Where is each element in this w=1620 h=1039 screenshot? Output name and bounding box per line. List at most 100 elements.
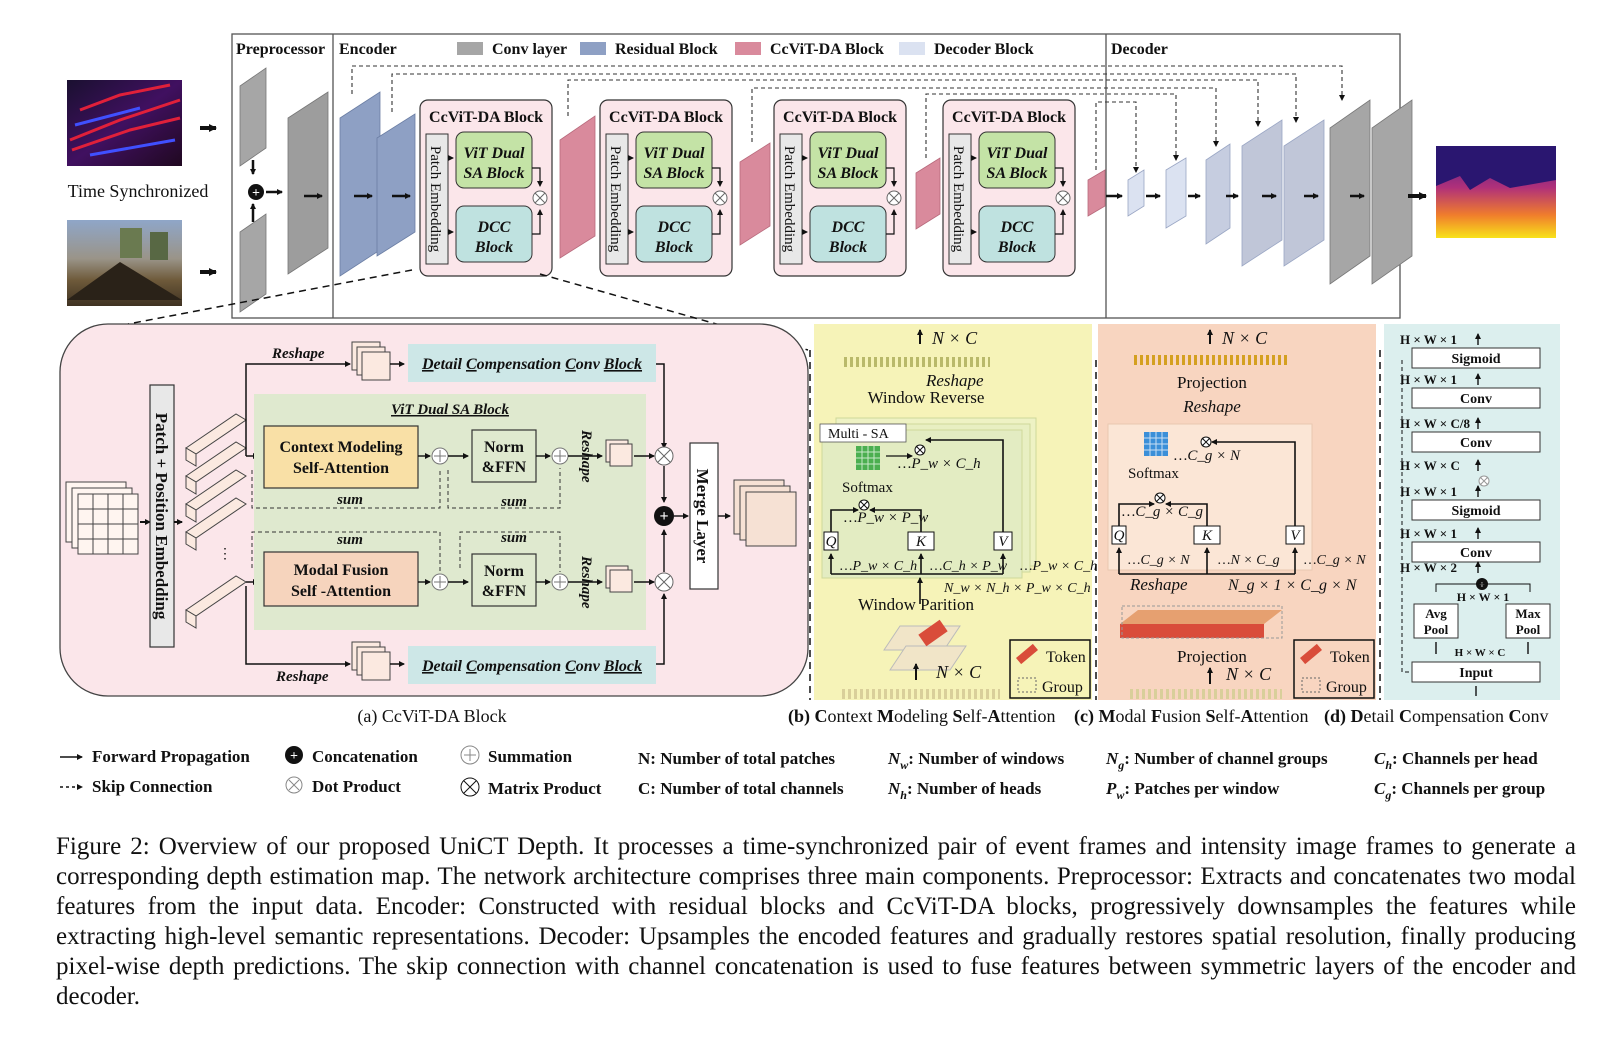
patch-position-embedding-box	[149, 384, 175, 648]
b-pw-ch: …P_w × C_h	[898, 456, 981, 472]
d-box-2	[1411, 431, 1541, 453]
svg-text:+: +	[252, 186, 260, 201]
top-legend: Conv layer Residual Block CcViT-DA Block…	[457, 41, 1034, 58]
legend-pw: Pw: Patches per window	[1105, 779, 1280, 802]
ccvit-block-title: CcViT-DA Block	[429, 109, 543, 126]
ccvit-slab-2	[739, 142, 771, 246]
pre-conv-bottom	[239, 213, 267, 313]
dcc-block-label: Block	[828, 239, 867, 256]
d-avg1: Avg	[1425, 606, 1447, 621]
b-nw-nh: N_w × N_h × P_w × C_h	[943, 581, 1091, 596]
sum-3: sum	[336, 532, 363, 548]
b-group-label: Group	[1042, 679, 1083, 696]
time-sync-label: Time Synchronized	[68, 181, 209, 201]
intensity-frame-image	[67, 220, 182, 306]
b-v: V	[998, 534, 1009, 550]
d-box-0	[1411, 347, 1541, 369]
c-softmax: Softmax	[1128, 466, 1179, 482]
modal-fusion-label2: Self -Attention	[291, 583, 391, 600]
c-bottom-dim: N × C	[1225, 664, 1272, 684]
patch-position-label: Patch + Position Embedding	[152, 413, 171, 620]
norm-top-1: Norm	[484, 439, 525, 456]
b-token-cubes	[883, 619, 967, 671]
legend-c: C: Number of total channels	[638, 779, 844, 798]
d-dim-3: H × W × C	[1400, 458, 1460, 473]
modal-fusion-box	[263, 551, 419, 607]
patch-embedding-label: Patch Embedding	[950, 146, 966, 253]
merge-layer-label: Merge Layer	[693, 469, 712, 564]
ccvit-swatch	[735, 42, 761, 55]
concat-icon	[248, 184, 264, 200]
d-hw1: H × W × 1	[1457, 590, 1510, 604]
b-window-partition: Window Parition	[858, 595, 974, 614]
top-architecture: Time Synchronized Preprocessor Encoder D…	[67, 33, 1556, 351]
patch-embedding-label: Patch Embedding	[781, 146, 797, 253]
context-modeling-label2: Self-Attention	[293, 460, 389, 477]
c-attention-grid	[1144, 432, 1168, 456]
sa-block-label: SA Block	[464, 165, 525, 182]
ccvit-block-title: CcViT-DA Block	[609, 109, 723, 126]
dcc-block-bottom	[408, 646, 656, 684]
residual-block-1	[339, 91, 381, 277]
norm-bottom-1: Norm	[484, 563, 525, 580]
c-token-label: Token	[1330, 649, 1370, 666]
legend-concat: Concatenation	[312, 747, 418, 766]
legend-skip: Skip Connection	[92, 777, 213, 796]
b-q: Q	[826, 534, 837, 550]
vit-dual-label: ViT Dual	[464, 145, 525, 162]
dcc-block-label: Block	[474, 239, 513, 256]
d-box-label-1: Conv	[1460, 392, 1492, 407]
modal-fusion-label1: Modal Fusion	[294, 562, 389, 579]
reshape-bottom-label: Reshape	[275, 669, 329, 685]
event-frame-image	[67, 80, 182, 166]
legend-residual: Residual Block	[615, 41, 718, 58]
norm-top-2: &FFN	[482, 459, 527, 476]
legend-cg: Cg: Channels per group	[1374, 779, 1545, 802]
c-projection-top: Projection	[1177, 373, 1247, 392]
merge-layer-box	[689, 442, 719, 590]
d-box-4	[1411, 499, 1541, 521]
d-max2: Pool	[1516, 622, 1541, 637]
caption-text: Figure 2: Overview of our proposed UniCT…	[56, 833, 1576, 1010]
c-top-dim: N × C	[1221, 328, 1268, 348]
b-attention-grid	[856, 446, 880, 470]
d-box-label-2: Conv	[1460, 436, 1492, 451]
b-pw-pw: …P_w × P_w	[844, 510, 928, 526]
d-box-label-0: Sigmoid	[1451, 352, 1500, 367]
c-inner-box	[1107, 423, 1313, 571]
c-cgn-l: …C_g × N	[1128, 553, 1190, 568]
norm-bottom-2: &FFN	[482, 583, 527, 600]
legend-ch: Ch: Channels per head	[1374, 749, 1538, 772]
norm-ffn-bottom	[471, 553, 537, 607]
patch-embedding-label: Patch Embedding	[427, 146, 443, 253]
d-dim-1: H × W × 1	[1400, 372, 1457, 387]
reshape-vit-top: Reshape	[578, 429, 594, 483]
d-dim-5: H × W × 1	[1400, 526, 1457, 541]
c-cg-n: …C_g × N	[1174, 448, 1241, 464]
decoder-label: Decoder	[1111, 41, 1168, 58]
c-v: V	[1290, 528, 1301, 544]
svg-text:+: +	[1479, 580, 1485, 591]
token-dots: ⋮	[218, 547, 232, 562]
svg-text:+: +	[659, 508, 668, 525]
ccvit-block-title: CcViT-DA Block	[952, 109, 1066, 126]
d-box-label-4: Sigmoid	[1451, 504, 1500, 519]
b-reshape: Reshape	[925, 371, 984, 390]
decoder-swatch	[899, 42, 925, 55]
dcc-bottom-label: Detail Compensation Conv Block	[421, 658, 642, 675]
legend-n: N: Number of total patches	[638, 749, 835, 768]
conv-swatch	[457, 42, 483, 55]
panel-c-caption: (c) Modal Fusion Self-Attention	[1074, 706, 1309, 727]
norm-ffn-top	[471, 429, 537, 483]
panel-a: Patch + Position Embedding ⋮ Reshape Res…	[59, 323, 809, 727]
b-top-dim: N × C	[931, 328, 978, 348]
dcc-label: DCC	[657, 219, 691, 236]
ccvit-block-title: CcViT-DA Block	[783, 109, 897, 126]
c-cg-cg: …C_g × C_g	[1122, 504, 1203, 520]
c-reshape-bottom: Reshape	[1129, 575, 1188, 594]
dcc-block-label: Block	[997, 239, 1036, 256]
c-group-label: Group	[1326, 679, 1367, 696]
